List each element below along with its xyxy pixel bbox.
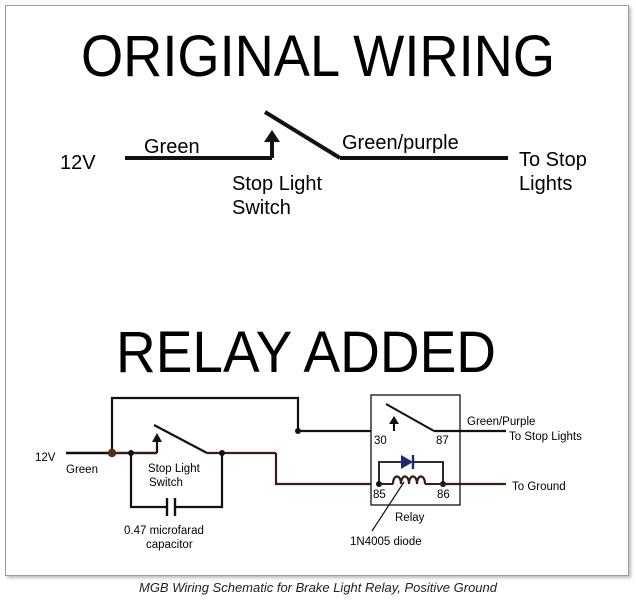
original-wiring-title: ORIGINAL WIRING — [81, 24, 555, 89]
relay-added-title: RELAY ADDED — [116, 320, 496, 385]
junction-dot-30 — [295, 428, 301, 434]
figure-caption: MGB Wiring Schematic for Brake Light Rel… — [138, 580, 497, 595]
junction-dot-12v — [107, 448, 117, 458]
terminal-85-label: 85 — [373, 489, 386, 501]
top-to-stop-label-2: Lights — [519, 173, 572, 195]
relay-contact-lever — [385, 403, 435, 432]
top-to-stop-label-1: To Stop — [519, 149, 587, 171]
diode-pointer-line — [371, 481, 405, 532]
bottom-wire-relay-30 — [110, 396, 394, 453]
capacitor-label-1: 0.47 microfarad — [124, 525, 204, 537]
green-purple-label: Green/Purple — [467, 416, 535, 428]
bottom-wire-relay-85 — [274, 453, 379, 486]
bottom-switch-arrow — [152, 433, 162, 442]
top-switch-lever — [263, 110, 342, 160]
relay-coil — [391, 475, 427, 485]
top-switch-label-1: Stop Light — [232, 173, 323, 195]
top-green-purple-label: Green/purple — [342, 132, 459, 154]
to-stop-lights-label: To Stop Lights — [509, 431, 582, 443]
terminal-86-label: 86 — [437, 489, 450, 501]
terminal-30-label: 30 — [374, 435, 387, 447]
top-12v-label: 12V — [60, 152, 96, 174]
bottom-switch-label-2: Switch — [149, 477, 183, 489]
diode-wire — [378, 461, 444, 484]
top-switch-label-2: Switch — [232, 197, 291, 219]
relay-label: Relay — [395, 512, 425, 524]
terminal-87-label: 87 — [436, 435, 449, 447]
relay-box — [370, 394, 461, 506]
diode-icon — [401, 455, 413, 469]
top-green-label: Green — [144, 136, 200, 158]
diode-label: 1N4005 diode — [350, 536, 422, 548]
bottom-switch-label-1: Stop Light — [148, 463, 201, 475]
diagram-frame — [5, 5, 629, 576]
capacitor-wire — [129, 453, 224, 509]
top-switch-arrow — [264, 130, 280, 142]
bottom-12v-label: 12V — [35, 452, 56, 464]
bottom-green-label: Green — [66, 464, 98, 476]
bottom-switch-lever — [153, 424, 208, 454]
relay-contact-arrow — [389, 416, 399, 424]
capacitor-label-2: capacitor — [146, 539, 193, 551]
to-ground-label: To Ground — [512, 481, 566, 493]
